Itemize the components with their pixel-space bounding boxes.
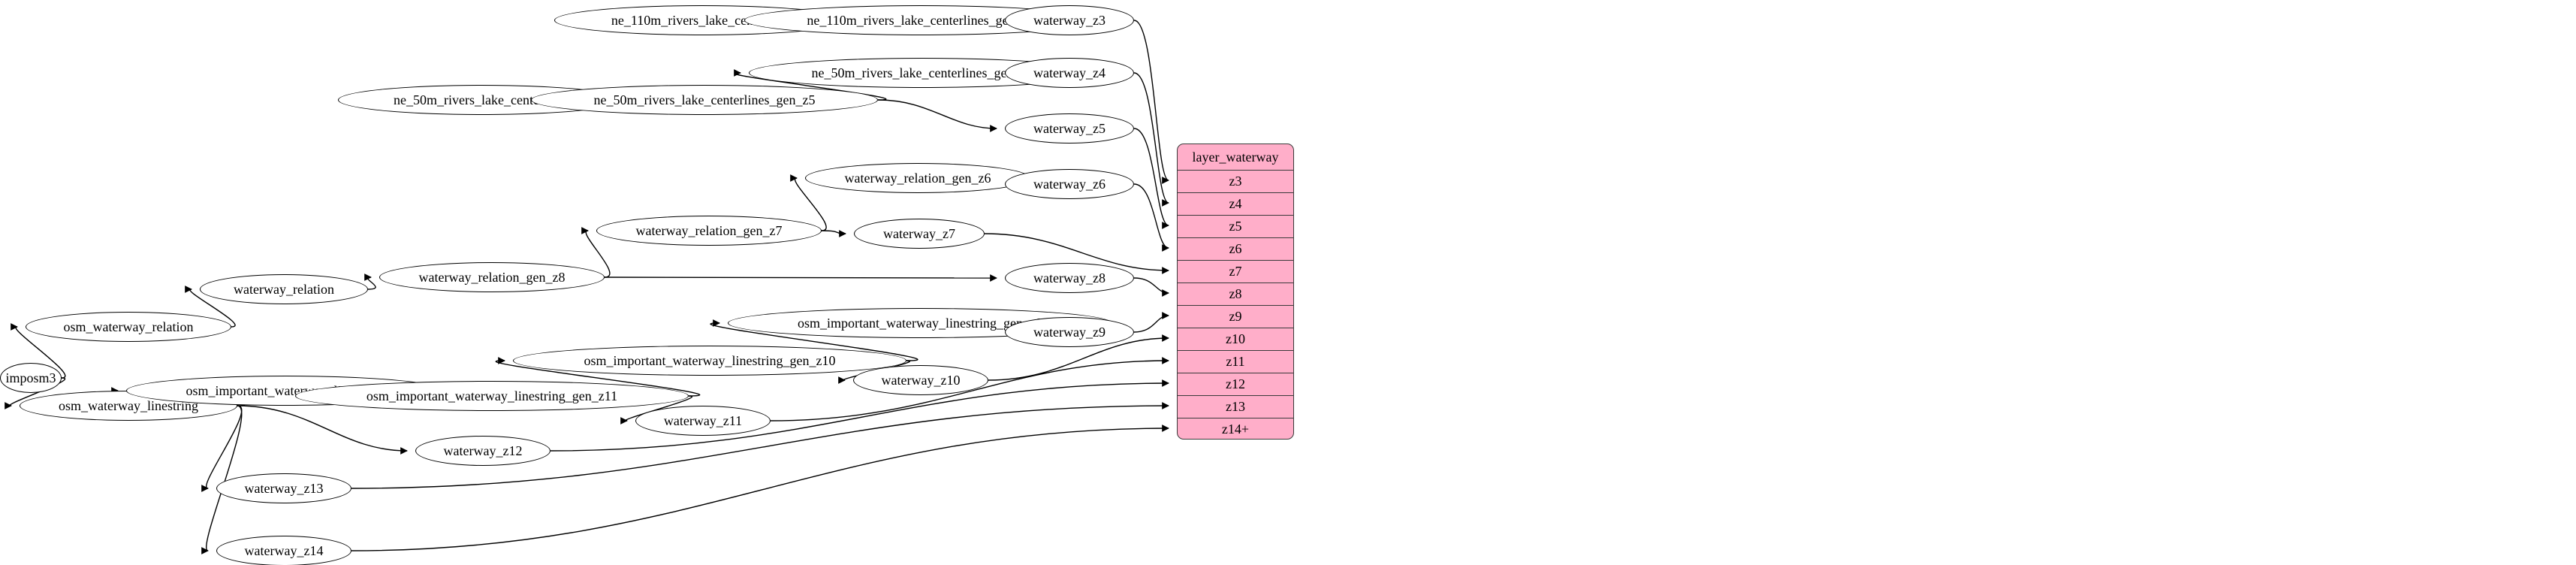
- graph-node-label: waterway_z7: [883, 226, 955, 241]
- layer-table-row-z8[interactable]: z8: [1178, 282, 1293, 305]
- edge-waterway_z13-to-layer_waterway: [351, 402, 1169, 489]
- layer-table-row-z3[interactable]: z3: [1178, 170, 1293, 192]
- graph-node-label: imposm3: [5, 370, 56, 385]
- graph-node-label: waterway_z8: [1033, 270, 1106, 286]
- graph-node-waterway_z13[interactable]: waterway_z13: [216, 473, 351, 503]
- layer-table-row-z6[interactable]: z6: [1178, 237, 1293, 260]
- graph-node-osm_important_waterway_linestring_gen_z10[interactable]: osm_important_waterway_linestring_gen_z1…: [513, 346, 906, 376]
- graph-node-label: waterway_z3: [1033, 13, 1106, 28]
- graph-node-osm_waterway_relation[interactable]: osm_waterway_relation: [26, 312, 231, 342]
- graph-node-waterway_relation_gen_z7[interactable]: waterway_relation_gen_z7: [596, 216, 822, 246]
- graph-node-ne_50m_rivers_lake_centerlines_gen_z5[interactable]: ne_50m_rivers_lake_centerlines_gen_z5: [531, 85, 878, 115]
- layer-table-row-z14+[interactable]: z14+: [1178, 418, 1293, 439]
- edge-waterway_relation-to-waterway_relation_gen_z8: [364, 273, 376, 290]
- edge-waterway_z3-to-layer_waterway: [1133, 20, 1169, 184]
- edge-osm_waterway_linestring-to-waterway_z12: [237, 405, 408, 455]
- layer-table-row-z12[interactable]: z12: [1178, 373, 1293, 395]
- graph-node-label: waterway_z13: [244, 481, 324, 496]
- edge-osm_waterway_linestring-to-waterway_z13: [201, 405, 243, 492]
- edge-waterway_z9-to-layer_waterway: [1133, 312, 1169, 333]
- graph-node-label: osm_waterway_relation: [63, 319, 194, 334]
- graph-node-imposm3[interactable]: imposm3: [0, 363, 62, 393]
- edge-waterway_relation_gen_z7-to-waterway_z7: [821, 230, 846, 237]
- edge-waterway_z14-to-layer_waterway: [351, 425, 1169, 551]
- graph-node-label: waterway_z5: [1033, 121, 1106, 136]
- graph-node-waterway_z3[interactable]: waterway_z3: [1005, 5, 1134, 35]
- graph-node-waterway_z12[interactable]: waterway_z12: [415, 436, 550, 466]
- edge-waterway_z6-to-layer_waterway: [1133, 183, 1169, 252]
- edge-ne_50m_rivers_lake_centerlines_gen_z5-to-ne_50m_rivers_lake_centerlines_gen_z4: [734, 69, 887, 101]
- layer-table-row-z4[interactable]: z4: [1178, 192, 1293, 215]
- graph-node-label: waterway_relation_gen_z7: [635, 223, 783, 238]
- graph-node-label: waterway_z9: [1033, 325, 1106, 340]
- graph-node-label: waterway_z6: [1033, 177, 1106, 192]
- graph-node-label: osm_important_waterway_linestring_gen_z1…: [584, 353, 836, 368]
- graph-node-label: osm_important_waterway_linestring_gen_z9: [798, 316, 1042, 331]
- graph-node-label: ne_110m_rivers_lake_centerlines_gen_z3: [807, 13, 1035, 28]
- layer-table-row-z9[interactable]: z9: [1178, 305, 1293, 328]
- graph-node-label: osm_waterway_linestring: [59, 398, 198, 413]
- layer-table-row-z10[interactable]: z10: [1178, 328, 1293, 350]
- graph-node-label: ne_50m_rivers_lake_centerlines_gen_z4: [811, 65, 1033, 80]
- layer-table-title: layer_waterway: [1192, 149, 1279, 165]
- graph-node-label: ne_50m_rivers_lake_centerlines_gen_z5: [593, 92, 816, 107]
- graph-node-waterway_relation_gen_z8[interactable]: waterway_relation_gen_z8: [379, 262, 605, 292]
- edge-waterway_z5-to-layer_waterway: [1133, 128, 1169, 229]
- layer-table-row-z7[interactable]: z7: [1178, 260, 1293, 282]
- graph-node-waterway_z9[interactable]: waterway_z9: [1005, 317, 1134, 347]
- graph-node-label: waterway_z14: [244, 543, 324, 558]
- layer-table-row-z11[interactable]: z11: [1178, 350, 1293, 373]
- graph-node-ne_110m_rivers_lake_centerlines[interactable]: ne_110m_rivers_lake_centerlines: [554, 5, 850, 35]
- layer-table-row-z5[interactable]: z5: [1178, 215, 1293, 237]
- graph-node-label: waterway_z10: [881, 373, 961, 388]
- edge-waterway_z12-to-layer_waterway: [550, 379, 1169, 452]
- graph-node-osm_important_waterway_linestring_gen_z11[interactable]: osm_important_waterway_linestring_gen_z1…: [295, 381, 689, 411]
- edge-osm_waterway_relation-to-waterway_relation: [185, 286, 236, 328]
- graph-node-waterway_relation_gen_z6[interactable]: waterway_relation_gen_z6: [805, 163, 1030, 193]
- graph-node-label: waterway_z12: [443, 443, 523, 458]
- graph-node-waterway_z7[interactable]: waterway_z7: [854, 219, 985, 249]
- edge-waterway_relation_gen_z8-to-waterway_z8: [604, 274, 997, 282]
- edge-imposm3-to-osm_waterway_relation: [11, 323, 66, 379]
- graph-node-waterway_z11[interactable]: waterway_z11: [635, 406, 771, 436]
- graph-node-label: waterway_relation_gen_z6: [844, 171, 991, 186]
- edge-osm_waterway_linestring-to-waterway_z14: [201, 405, 243, 554]
- edge-waterway_z11-to-layer_waterway: [770, 357, 1169, 421]
- graph-node-waterway_z4[interactable]: waterway_z4: [1005, 58, 1134, 88]
- graph-node-waterway_z6[interactable]: waterway_z6: [1005, 169, 1134, 199]
- edge-waterway_z8-to-layer_waterway: [1133, 277, 1169, 297]
- edge-waterway_relation_gen_z8-to-waterway_relation_gen_z7: [581, 227, 611, 278]
- edge-waterway_z7-to-layer_waterway: [984, 233, 1169, 274]
- graph-node-label: waterway_z11: [663, 413, 743, 428]
- edge-waterway_z10-to-layer_waterway: [988, 334, 1169, 381]
- graph-node-waterway_z5[interactable]: waterway_z5: [1005, 113, 1134, 144]
- graph-node-waterway_relation[interactable]: waterway_relation: [200, 274, 368, 304]
- graph-node-waterway_z14[interactable]: waterway_z14: [216, 536, 351, 565]
- edge-osm_important_waterway_linestring_gen_z11-to-osm_important_waterway_linestring_gen_z10: [495, 357, 701, 397]
- graph-node-waterway_z8[interactable]: waterway_z8: [1005, 263, 1134, 293]
- graph-node-label: waterway_relation_gen_z8: [418, 270, 566, 285]
- graph-node-waterway_z10[interactable]: waterway_z10: [853, 365, 988, 395]
- graph-node-label: waterway_relation: [234, 282, 334, 297]
- edge-waterway_relation_gen_z7-to-waterway_relation_gen_z6: [790, 174, 827, 231]
- graph-node-label: ne_50m_rivers_lake_centerlines: [394, 92, 569, 107]
- edge-ne_50m_rivers_lake_centerlines_gen_z5-to-waterway_z5: [877, 99, 997, 132]
- edge-osm_important_waterway_linestring_gen_z10-to-osm_important_waterway_linestring_gen_z9: [710, 319, 918, 361]
- graph-node-label: osm_important_waterway_linestring_gen_z1…: [366, 388, 618, 403]
- edge-waterway_z4-to-layer_waterway: [1133, 72, 1169, 207]
- graph-node-label: waterway_z4: [1033, 65, 1106, 80]
- layer-table-row-z13[interactable]: z13: [1178, 395, 1293, 418]
